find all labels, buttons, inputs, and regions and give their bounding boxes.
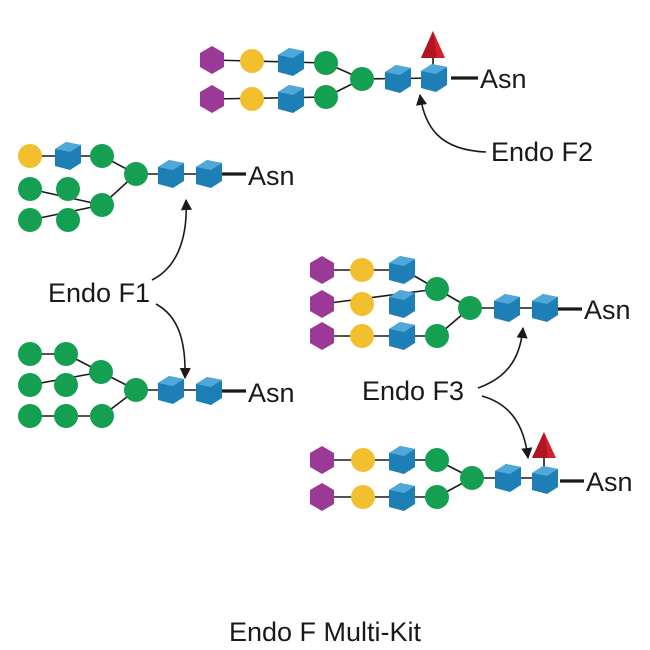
glycan-f2-target: Asn [200, 31, 527, 113]
glycan-f3-target-core-fucosylated: Asn [310, 432, 633, 511]
glycan-f1-target-high-mannose: Asn [18, 342, 295, 428]
glcnac-cube [389, 290, 415, 318]
glcnac-cube [158, 160, 184, 188]
galactose-circle [240, 87, 264, 111]
mannose-circle [54, 404, 78, 428]
glcnac-cube [55, 142, 81, 170]
glcnac-cube [389, 483, 415, 511]
glcnac-cube [158, 376, 184, 404]
mannose-circle [124, 162, 148, 186]
asn-label: Asn [248, 161, 295, 191]
mannose-circle [56, 177, 80, 201]
mannose-circle [18, 342, 42, 366]
glcnac-cube [196, 377, 222, 405]
asn-label: Asn [584, 295, 631, 325]
fucose-triangle [421, 31, 445, 58]
mannose-circle [314, 85, 338, 109]
sialic-acid-hexagon [310, 483, 334, 511]
mannose-circle [425, 324, 449, 348]
sialic-acid-hexagon [200, 46, 224, 74]
glcnac-cube [196, 160, 222, 188]
asn-label: Asn [248, 378, 295, 408]
glycan-f3-target-triantennary: Asn [310, 256, 631, 350]
galactose-circle [18, 144, 42, 168]
mannose-circle [18, 404, 42, 428]
galactose-circle [350, 324, 374, 348]
mannose-circle [54, 373, 78, 397]
mannose-circle [458, 296, 482, 320]
glcnac-cube [278, 85, 304, 113]
sialic-acid-hexagon [310, 322, 334, 350]
endo-f3-cleavage-arrow-lower [481, 395, 533, 460]
sialic-acid-hexagon [310, 256, 334, 284]
galactose-circle [351, 448, 375, 472]
glcnac-cube [385, 65, 411, 93]
glcnac-cube [389, 256, 415, 284]
glcnac-cube [495, 464, 521, 492]
sialic-acid-hexagon [310, 290, 334, 318]
glcnac-cube [421, 64, 447, 92]
glcnac-cube [532, 294, 558, 322]
mannose-circle [90, 404, 114, 428]
mannose-circle [89, 360, 113, 384]
galactose-circle [351, 485, 375, 509]
glcnac-cube [494, 294, 520, 322]
glcnac-cube [278, 48, 304, 76]
sialic-acid-hexagon [310, 446, 334, 474]
glcnac-cube [532, 466, 558, 494]
mannose-circle [425, 485, 449, 509]
mannose-circle [18, 208, 42, 232]
mannose-circle [18, 373, 42, 397]
mannose-circle [350, 67, 374, 91]
endo-f1-cleavage-arrow-upper [151, 198, 193, 281]
endo-f3-label: Endo F3 [362, 376, 464, 406]
mannose-circle [460, 466, 484, 490]
mannose-circle [425, 448, 449, 472]
asn-label: Asn [586, 467, 633, 497]
mannose-circle [90, 193, 114, 217]
galactose-circle [350, 292, 374, 316]
endo-f2-cleavage-arrow [415, 93, 487, 153]
mannose-circle [314, 51, 338, 75]
asn-label: Asn [480, 64, 527, 94]
galactose-circle [240, 49, 264, 73]
endo-f1-label: Endo F1 [48, 278, 150, 308]
diagram-caption: Endo F Multi-Kit [229, 617, 422, 647]
mannose-circle [18, 177, 42, 201]
galactose-circle [350, 258, 374, 282]
glycan-f1-target-hybrid: Asn [18, 142, 295, 232]
mannose-circle [90, 144, 114, 168]
fucose-triangle [532, 432, 556, 458]
glcnac-cube [389, 322, 415, 350]
glcnac-cube [389, 446, 415, 474]
mannose-circle [425, 277, 449, 301]
endo-f1-cleavage-arrow-lower [155, 303, 191, 380]
sialic-acid-hexagon [200, 85, 224, 113]
endo-f2-label: Endo F2 [491, 137, 593, 167]
mannose-circle [124, 378, 148, 402]
endo-f3-cleavage-arrow-upper [477, 326, 528, 389]
mannose-circle [54, 342, 78, 366]
mannose-circle [56, 208, 80, 232]
